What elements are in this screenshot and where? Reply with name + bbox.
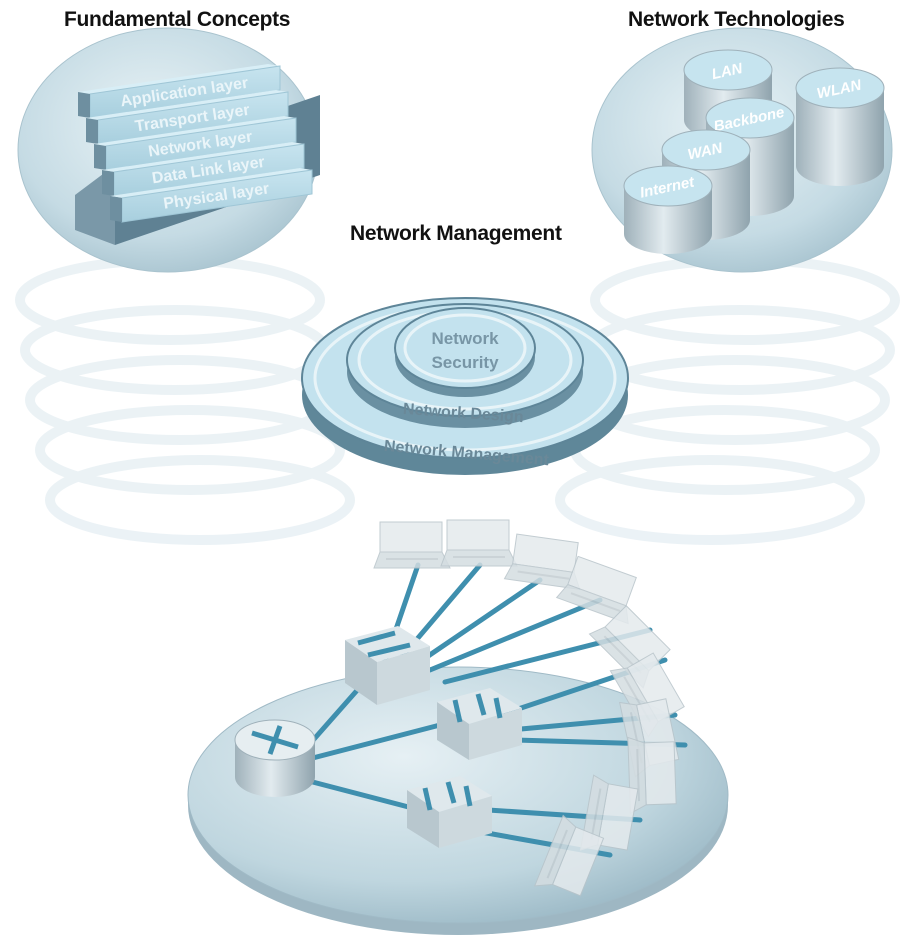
- ring-inner-line2: Security: [431, 353, 499, 372]
- switch-1: [345, 626, 430, 705]
- layer-block-4: Data Link layer: [102, 142, 305, 197]
- management-rings: [301, 297, 629, 475]
- laptop-1: [373, 521, 451, 569]
- laptop-2: [440, 519, 518, 567]
- ring-inner-line1: Network: [431, 329, 499, 348]
- title-fundamental-concepts: Fundamental Concepts: [64, 8, 291, 31]
- router: [234, 719, 316, 797]
- layer-block-5: Physical layer: [110, 168, 313, 223]
- laptop-8: [627, 736, 677, 815]
- laptop-4: [555, 555, 637, 625]
- title-network-management: Network Management: [350, 222, 562, 245]
- laptops: [373, 519, 685, 897]
- laptop-3: [503, 533, 581, 590]
- laptop-10: [533, 814, 605, 897]
- technology-cylinder-2: WLAN: [795, 67, 885, 186]
- switch-3: [407, 776, 492, 848]
- title-network-technologies: Network Technologies: [628, 8, 845, 31]
- technology-cylinder-5: Internet: [623, 165, 713, 254]
- layer-block-3: Network layer: [94, 116, 297, 171]
- switch-2: [437, 688, 522, 760]
- technology-label-1: LAN: [710, 60, 745, 83]
